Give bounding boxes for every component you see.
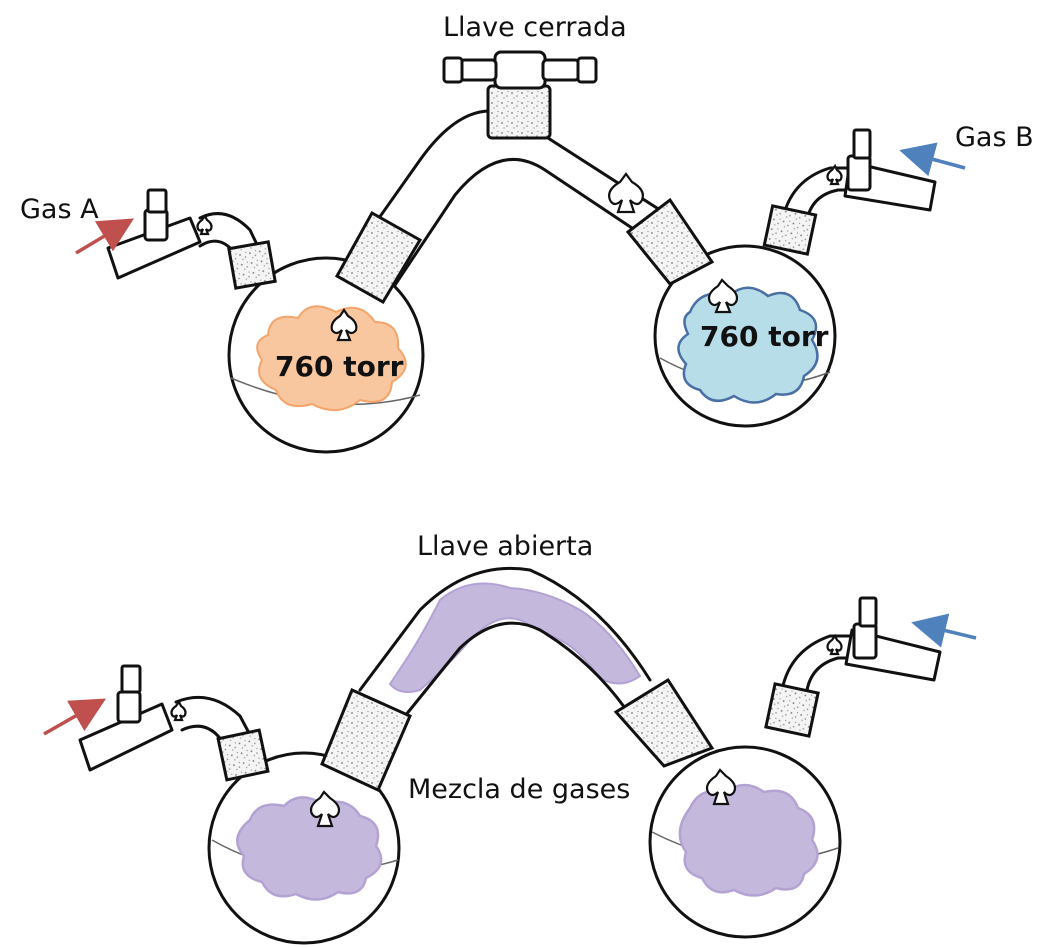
- closed-valve-label: Llave cerrada: [443, 12, 627, 43]
- mixture-cloud-right: [678, 783, 819, 897]
- gas-a-label: Gas A: [20, 194, 99, 225]
- mixture-in-tube: [388, 582, 642, 693]
- pressure-gas-a: 760 torr: [275, 350, 404, 383]
- side-arm-left-bottom: [78, 664, 270, 782]
- pressure-gas-b: 760 torr: [700, 320, 829, 353]
- gas-b-cloud: [677, 286, 819, 404]
- side-arm-right-bottom: [764, 596, 942, 738]
- gas-a-cloud: [256, 305, 407, 411]
- closed-valve-apparatus: 760 torr 760 torr Gas A: [20, 12, 1034, 454]
- side-arm-gas-b: [762, 128, 937, 256]
- mixture-label: Mezcla de gases: [408, 774, 630, 805]
- gas-b-label: Gas B: [955, 122, 1034, 153]
- side-arm-gas-a: [106, 188, 277, 290]
- flask-gas-a: 760 torr: [227, 256, 425, 454]
- mixture-cloud-left: [236, 796, 383, 901]
- left-joint-bottom: [320, 687, 412, 793]
- left-inlet-arrow-bottom: [43, 698, 107, 736]
- gas-b-arrow: [899, 142, 966, 177]
- flask-gas-b: 760 torr: [653, 244, 837, 428]
- gas-a-arrow: [75, 218, 135, 255]
- right-joint-top: [608, 172, 715, 286]
- stopcock-closed: [442, 50, 598, 140]
- left-joint-top: [334, 210, 423, 305]
- open-valve-label: Llave abierta: [417, 531, 593, 562]
- right-inlet-arrow-bottom: [911, 613, 977, 648]
- flask-mixture-left: [207, 751, 401, 945]
- right-joint-bottom: [613, 677, 715, 768]
- bridge-tube-bottom: [358, 566, 652, 718]
- open-valve-apparatus: Llave abierta Mezcla de gases: [43, 531, 977, 945]
- flask-mixture-right: [648, 745, 842, 939]
